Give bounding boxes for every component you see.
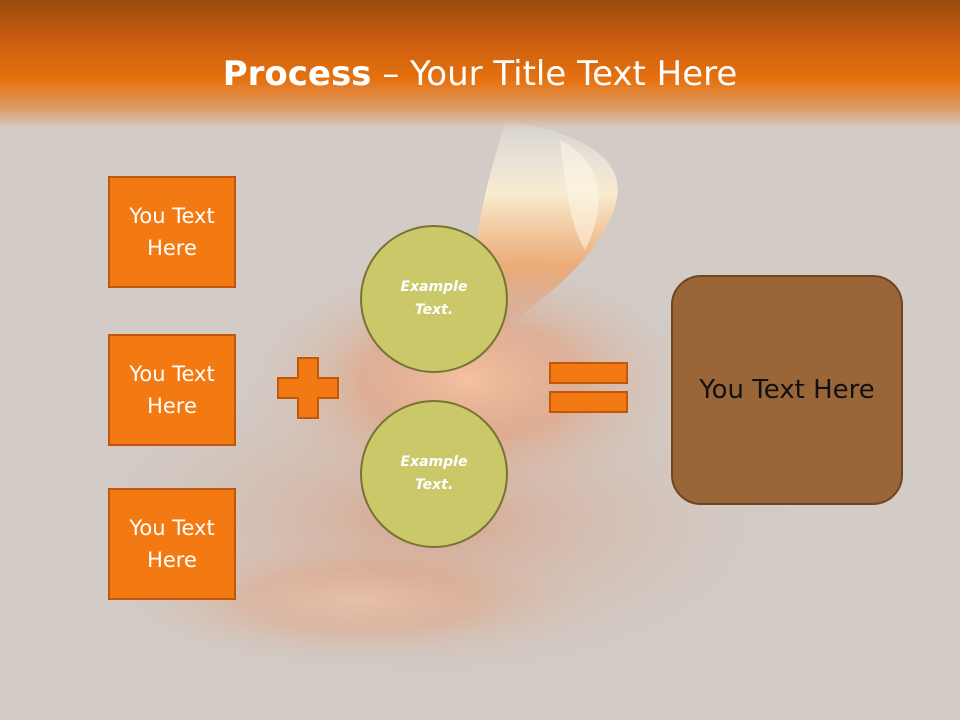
result-box: You Text Here [671,275,903,505]
left-box-3: You Text Here [108,488,236,600]
left-box-2: You Text Here [108,334,236,446]
slide-title: Process – Your Title Text Here [0,52,960,96]
title-band [0,0,960,128]
equals-icon [549,362,628,413]
title-rest: – Your Title Text Here [371,54,738,94]
plus-icon [277,357,339,419]
circle-2: Example Text. [360,400,508,548]
left-box-1: You Text Here [108,176,236,288]
circle-1: Example Text. [360,225,508,373]
title-bold: Process [222,54,372,94]
